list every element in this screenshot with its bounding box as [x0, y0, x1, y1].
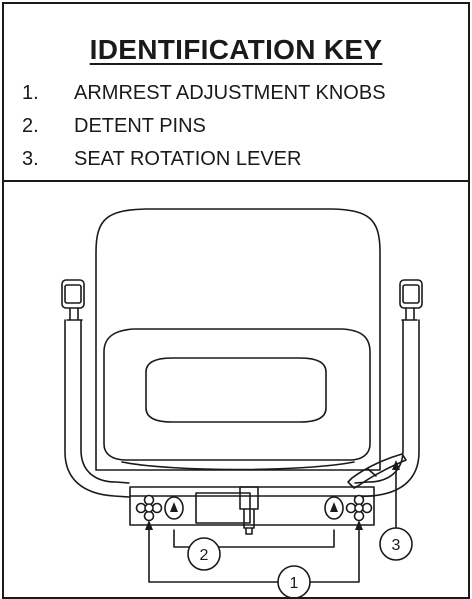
key-item-number: 3.: [22, 148, 39, 170]
key-item-3: 3. SEAT ROTATION LEVER: [22, 148, 301, 171]
lumbar-pad: [145, 357, 327, 423]
arrow-knob-left: [145, 520, 153, 530]
callout-circle-3: [379, 527, 413, 561]
key-item-label: ARMREST ADJUSTMENT KNOBS: [74, 82, 386, 104]
callout-label-2: 2: [200, 547, 209, 564]
arrow-knob-right: [355, 520, 363, 530]
key-item-label: DETENT PINS: [74, 115, 206, 137]
seat-rotation-lever: [347, 453, 407, 489]
key-item-number: 2.: [22, 115, 39, 137]
seat-drawing: 2 1 3: [61, 208, 423, 597]
seat-back: [95, 208, 381, 471]
arrow-pin-right: [330, 502, 338, 512]
arrow-pin-left: [170, 502, 178, 512]
key-title: IDENTIFICATION KEY: [89, 34, 383, 65]
armrest-knob-right: [345, 494, 373, 522]
callout-circle-1: [277, 565, 311, 597]
armrest-knob-left: [135, 494, 163, 522]
panel-divider: [4, 180, 468, 182]
seat-illustration: 2 1 3: [4, 182, 468, 597]
callout-2-leader: [173, 529, 335, 548]
left-armrest: [61, 279, 130, 498]
identification-key-panel: IDENTIFICATION KEY 1. ARMREST ADJUSTMENT …: [4, 4, 468, 180]
seat-front-edge: [121, 461, 355, 471]
arrow-lever: [392, 460, 400, 470]
callout-label-3: 3: [392, 537, 401, 554]
callout-circle-2: [187, 537, 221, 571]
key-item-number: 1.: [22, 82, 39, 104]
right-armrest: [354, 279, 423, 498]
key-item-2: 2. DETENT PINS: [22, 115, 206, 138]
key-item-1: 1. ARMREST ADJUSTMENT KNOBS: [22, 82, 386, 105]
callout-1-leader: [148, 527, 360, 583]
key-item-label: SEAT ROTATION LEVER: [74, 148, 302, 170]
center-latch: [239, 486, 259, 510]
seat-cushion: [103, 328, 371, 461]
callout-label-1: 1: [290, 575, 299, 592]
